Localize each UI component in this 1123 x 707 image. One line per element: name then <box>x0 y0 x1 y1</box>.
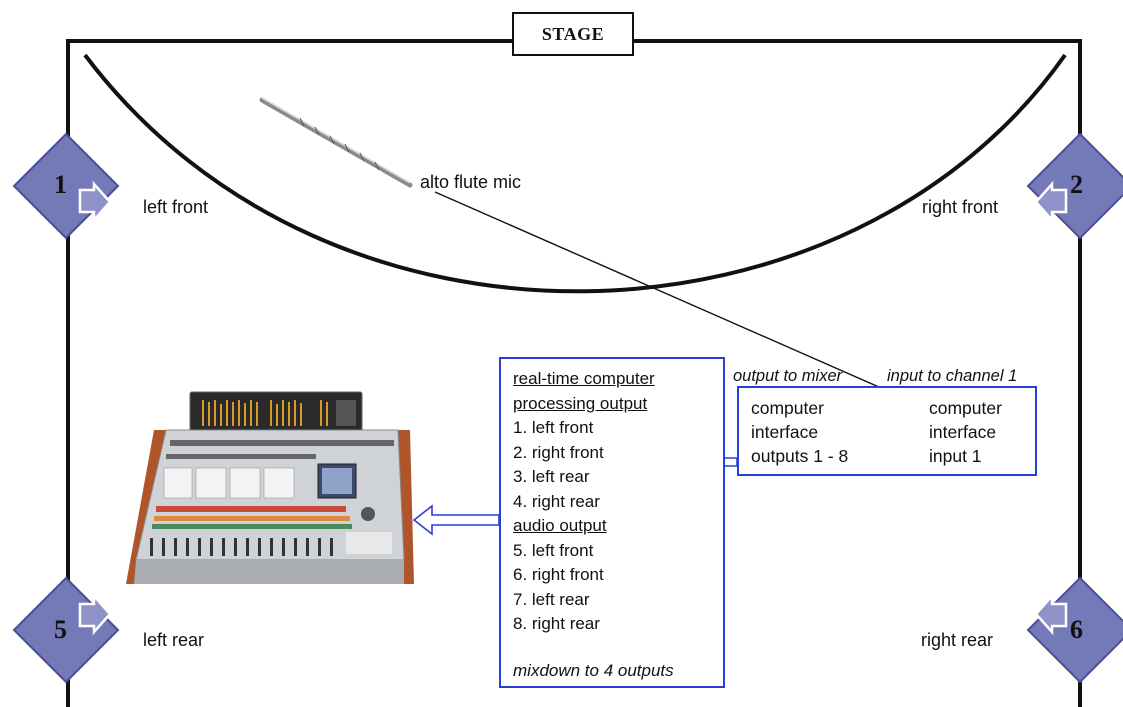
interface-right-line-3: input 1 <box>929 444 1002 468</box>
list-item: 4. right rear <box>513 490 711 515</box>
interface-right-line-1: computer <box>929 396 1002 420</box>
list-item: 1. left front <box>513 416 711 441</box>
list-heading-audio: audio output <box>513 514 711 539</box>
list-item: 7. left rear <box>513 588 711 613</box>
list-heading-line-2: processing output <box>513 392 711 417</box>
output-to-mixer-caption: output to mixer <box>733 367 842 386</box>
computer-interface-box: computer interface outputs 1 - 8 compute… <box>737 386 1037 476</box>
list-footer: mixdown to 4 outputs <box>513 659 711 684</box>
list-item: 2. right front <box>513 441 711 466</box>
interface-left-line-2: interface <box>751 420 848 444</box>
speaker-1-label: left front <box>143 197 208 218</box>
output-list-box: real-time computer processing output 1. … <box>499 357 725 688</box>
speaker-6-label: right rear <box>921 630 993 651</box>
mixing-console-image <box>120 388 415 593</box>
interface-left-line-1: computer <box>751 396 848 420</box>
interface-right-line-2: interface <box>929 420 1002 444</box>
speaker-5-number: 5 <box>54 615 67 645</box>
list-item: 5. left front <box>513 539 711 564</box>
list-heading-line-1: real-time computer <box>513 367 711 392</box>
speaker-1-number: 1 <box>54 170 67 200</box>
list-item: 6. right front <box>513 563 711 588</box>
speaker-5-label: left rear <box>143 630 204 651</box>
list-item: 8. right rear <box>513 612 711 637</box>
interface-left-line-3: outputs 1 - 8 <box>751 444 848 468</box>
speaker-2-number: 2 <box>1070 170 1083 200</box>
speaker-6-number: 6 <box>1070 615 1083 645</box>
mic-label: alto flute mic <box>420 172 521 193</box>
speaker-2-label: right front <box>922 197 998 218</box>
input-to-channel-caption: input to channel 1 <box>887 367 1017 386</box>
list-item: 3. left rear <box>513 465 711 490</box>
